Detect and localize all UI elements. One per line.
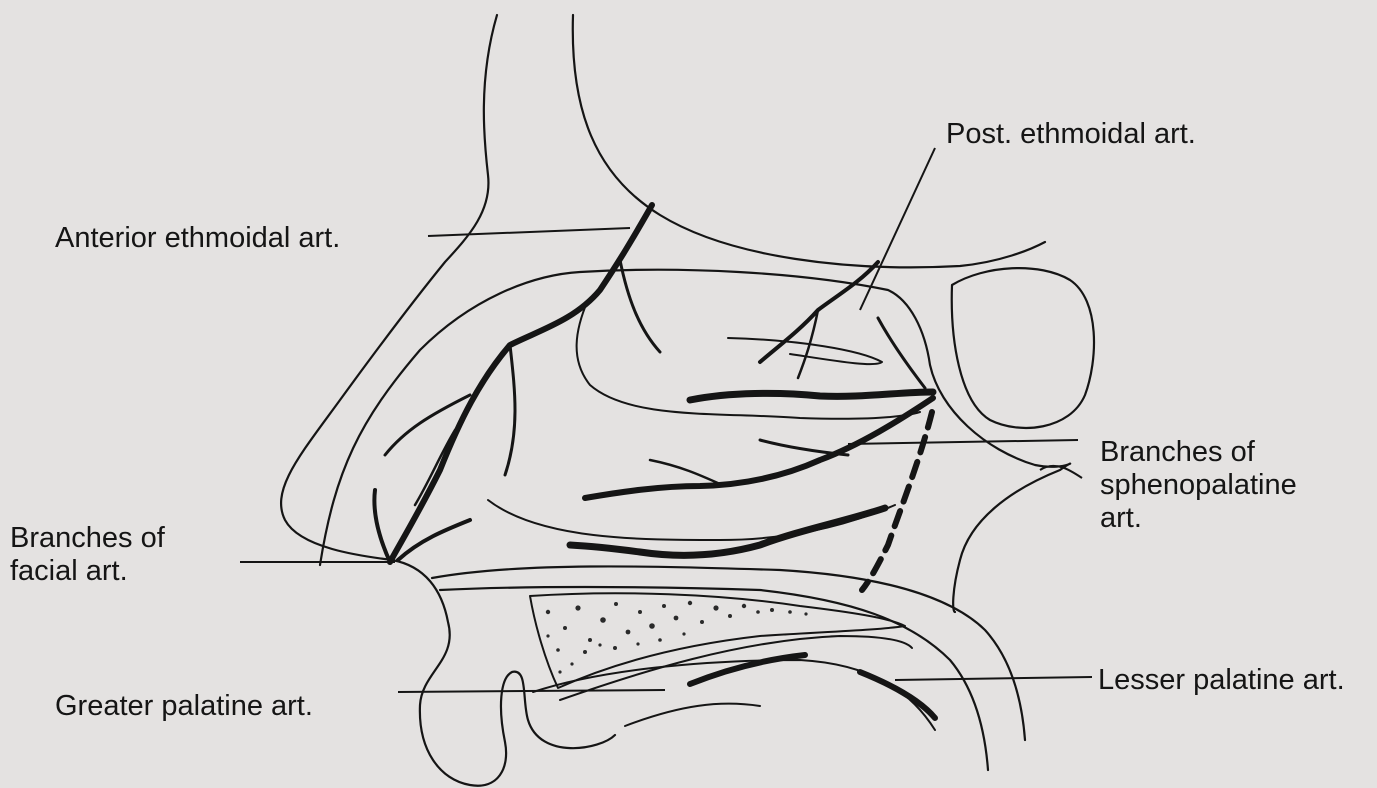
arteries bbox=[374, 205, 935, 718]
nasal-cavity-outline bbox=[320, 270, 1070, 612]
label-line: facial art. bbox=[10, 555, 165, 588]
leader-greater-palatine bbox=[398, 690, 665, 692]
sphenopalatine-branch bbox=[585, 398, 933, 498]
post-ethmoidal-artery bbox=[760, 262, 878, 362]
anterior-ethmoidal-artery bbox=[390, 205, 652, 562]
label-post-ethmoidal-artery: Post. ethmoidal art. bbox=[946, 118, 1196, 151]
sphenopalatine-inferior-branch bbox=[570, 508, 885, 555]
anterior-ethmoidal-branch bbox=[505, 345, 515, 475]
sphenopalatine-artery-main bbox=[690, 392, 933, 400]
leader-sphenopalatine bbox=[848, 440, 1078, 444]
greater-palatine-artery bbox=[690, 655, 805, 684]
label-anterior-ethmoidal-artery: Anterior ethmoidal art. bbox=[55, 222, 340, 255]
label-lesser-palatine-artery: Lesser palatine art. bbox=[1098, 664, 1345, 697]
leader-post-ethmoidal bbox=[860, 148, 935, 310]
label-facial-branches: Branches of facial art. bbox=[10, 522, 165, 588]
sphenopalatine-upper-branch bbox=[878, 318, 925, 388]
leader-anterior-ethmoidal bbox=[428, 228, 630, 236]
sphenopalatine-branch bbox=[650, 460, 720, 484]
label-line: sphenopalatine bbox=[1100, 469, 1297, 502]
sphenoid-sinus bbox=[952, 268, 1094, 428]
sphenopalatine-branch bbox=[760, 440, 848, 455]
palate-upper-outline bbox=[432, 566, 1025, 740]
label-line: Branches of bbox=[10, 522, 165, 555]
oral-curve bbox=[625, 704, 760, 726]
label-greater-palatine-artery: Greater palatine art. bbox=[55, 690, 313, 723]
label-line: art. bbox=[1100, 502, 1297, 535]
face-profile-outline bbox=[281, 15, 615, 786]
leader-lesser-palatine bbox=[895, 677, 1092, 680]
label-line: Branches of bbox=[1100, 436, 1297, 469]
sphenopalatine-descending-dashed bbox=[862, 412, 932, 590]
anterior-ethmoidal-branch bbox=[415, 430, 455, 505]
middle-turbinate bbox=[577, 300, 920, 419]
facial-artery-branch bbox=[374, 490, 390, 562]
anterior-ethmoidal-branch bbox=[620, 260, 660, 352]
label-sphenopalatine-branches: Branches of sphenopalatine art. bbox=[1100, 436, 1297, 535]
